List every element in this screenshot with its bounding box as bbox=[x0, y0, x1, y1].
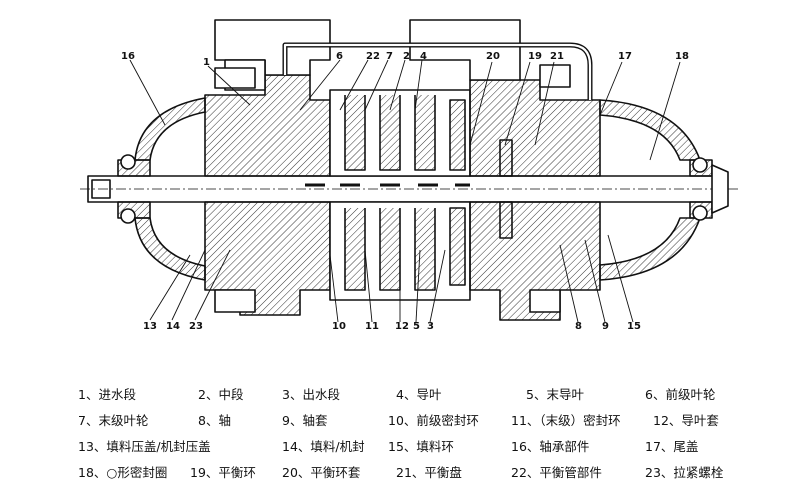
callout-18: 18 bbox=[675, 51, 689, 62]
legend-item: 9、轴套 bbox=[282, 413, 328, 428]
callout-1: 1 bbox=[203, 57, 210, 68]
callout-15: 15 bbox=[627, 321, 641, 332]
legend-item: 1、进水段 bbox=[78, 387, 136, 402]
callout-13: 13 bbox=[143, 321, 157, 332]
callout-12: 12 bbox=[395, 321, 409, 332]
legend-item: 7、末级叶轮 bbox=[78, 413, 149, 428]
callout-11: 11 bbox=[365, 321, 379, 332]
legend-item: 19、平衡环 bbox=[190, 465, 256, 480]
legend-item: 6、前级叶轮 bbox=[645, 387, 716, 402]
legend-item: 16、轴承部件 bbox=[511, 439, 590, 454]
legend-item: 18、○形密封圈 bbox=[78, 465, 168, 480]
callout-21: 21 bbox=[550, 51, 564, 62]
callout-2: 2 bbox=[403, 51, 410, 62]
balance-disc bbox=[499, 139, 513, 177]
discharge-section bbox=[469, 79, 601, 177]
legend-item: 14、填料/机封 bbox=[282, 439, 365, 454]
parts-legend: 1、进水段 2、中段 3、出水段 4、导叶 5、末导叶 6、前级叶轮 7、末级叶… bbox=[78, 384, 793, 488]
legend-item: 13、填料压盖/机封压盖 bbox=[78, 439, 211, 454]
legend-row: 18、○形密封圈 19、平衡环 20、平衡环套 21、平衡盘 22、平衡管部件 … bbox=[78, 462, 793, 488]
legend-item: 22、平衡管部件 bbox=[511, 465, 602, 480]
legend-item: 10、前级密封环 bbox=[388, 413, 479, 428]
leader-lines bbox=[129, 59, 681, 323]
legend-item: 2、中段 bbox=[198, 387, 244, 402]
callout-16: 16 bbox=[121, 51, 135, 62]
callout-7: 7 bbox=[386, 51, 393, 62]
legend-item: 12、导叶套 bbox=[653, 413, 719, 428]
callout-3: 3 bbox=[427, 321, 434, 332]
suction-section bbox=[204, 74, 331, 177]
callout-14: 14 bbox=[166, 321, 180, 332]
pump-section-drawing bbox=[80, 19, 740, 323]
legend-row: 7、末级叶轮 8、轴 9、轴套 10、前级密封环 11、（末级）密封环 12、导… bbox=[78, 410, 793, 436]
left-bearing-housing bbox=[134, 97, 206, 161]
callout-8: 8 bbox=[575, 321, 582, 332]
legend-item: 15、填料环 bbox=[388, 439, 454, 454]
discharge-nozzle bbox=[409, 19, 521, 81]
callout-5: 5 bbox=[413, 321, 420, 332]
legend-item: 3、出水段 bbox=[282, 387, 340, 402]
stage-casings bbox=[329, 89, 471, 301]
callout-10: 10 bbox=[332, 321, 346, 332]
legend-item: 11、（末级）密封环 bbox=[511, 413, 621, 428]
legend-row: 1、进水段 2、中段 3、出水段 4、导叶 5、末导叶 6、前级叶轮 bbox=[78, 384, 793, 410]
callout-22: 22 bbox=[366, 51, 380, 62]
legend-item: 8、轴 bbox=[198, 413, 231, 428]
legend-item: 21、平衡盘 bbox=[396, 465, 462, 480]
tie-bolts bbox=[214, 64, 571, 313]
legend-item: 23、拉紧螺栓 bbox=[645, 465, 724, 480]
callout-4: 4 bbox=[420, 51, 427, 62]
legend-item: 17、尾盖 bbox=[645, 439, 699, 454]
tail-cover bbox=[711, 164, 729, 214]
callout-17: 17 bbox=[618, 51, 632, 62]
callout-23: 23 bbox=[189, 321, 203, 332]
callout-20: 20 bbox=[486, 51, 500, 62]
legend-item: 20、平衡环套 bbox=[282, 465, 361, 480]
callout-6: 6 bbox=[336, 51, 343, 62]
legend-item: 4、导叶 bbox=[396, 387, 442, 402]
callout-19: 19 bbox=[528, 51, 542, 62]
legend-row: 13、填料压盖/机封压盖 14、填料/机封 15、填料环 16、轴承部件 17、… bbox=[78, 436, 793, 462]
legend-item: 5、末导叶 bbox=[526, 387, 584, 402]
callout-9: 9 bbox=[602, 321, 609, 332]
right-bearing-housing bbox=[599, 99, 701, 161]
